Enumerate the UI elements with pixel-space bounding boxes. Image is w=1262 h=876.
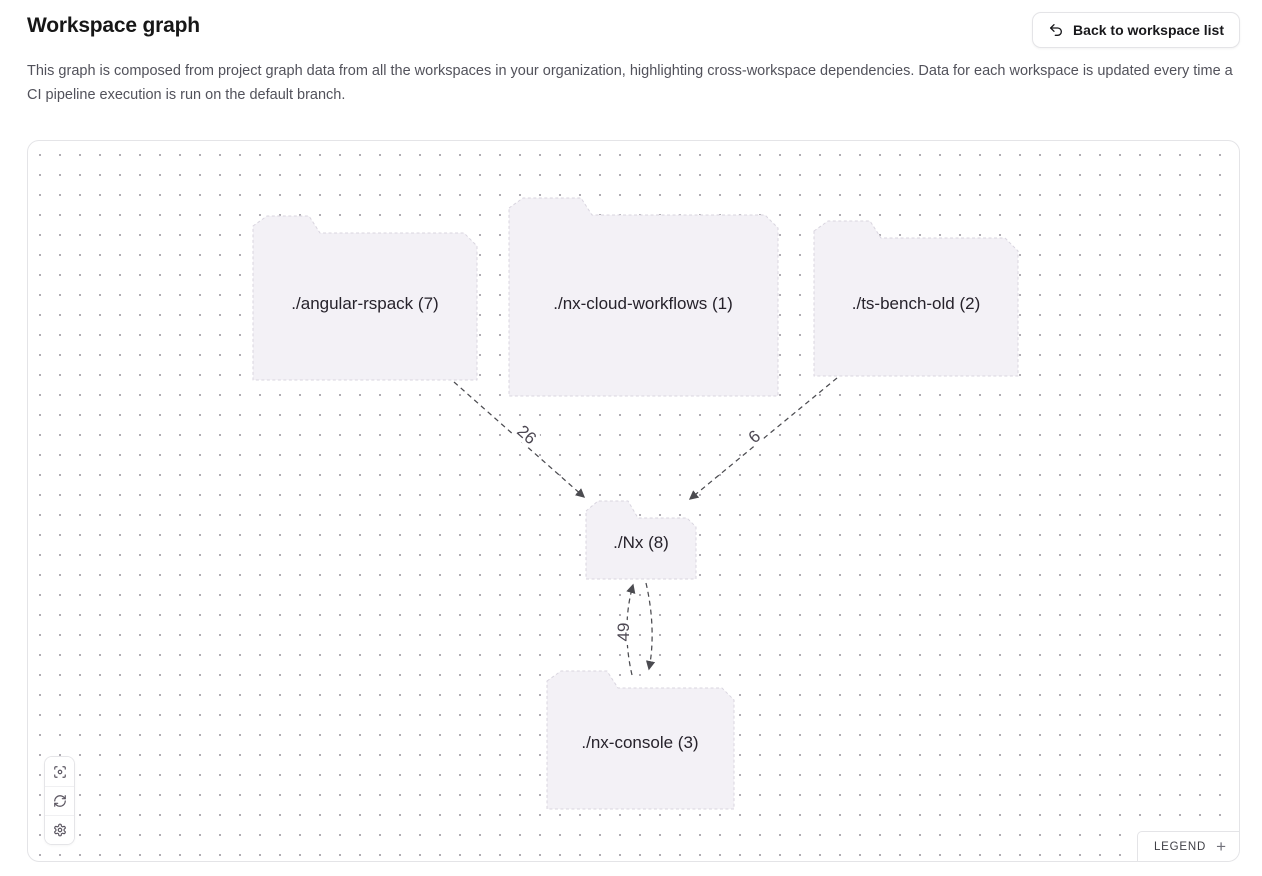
back-to-workspace-list-button[interactable]: Back to workspace list — [1032, 12, 1240, 48]
edge-count-nx-console-nx: 49 — [614, 623, 633, 642]
legend-toggle-button[interactable]: LEGEND + — [1136, 831, 1239, 861]
undo-arrow-icon — [1048, 22, 1064, 38]
page-title: Workspace graph — [27, 14, 200, 37]
edge-ts-bench-old-to-nx — [688, 377, 838, 500]
node-ts-bench-old[interactable]: ./ts-bench-old (2) — [813, 220, 1019, 377]
focus-icon — [53, 765, 67, 779]
edge-angular-rspack-to-nx — [453, 381, 586, 498]
plus-icon: + — [1216, 837, 1226, 856]
graph-settings-button[interactable] — [45, 815, 74, 844]
gear-icon — [53, 823, 67, 837]
graph-canvas[interactable]: ./angular-rspack (7) ./nx-cloud-workflow… — [27, 140, 1240, 862]
graph-toolbar — [44, 756, 75, 845]
back-button-label: Back to workspace list — [1073, 22, 1224, 38]
node-nx-cloud-workflows[interactable]: ./nx-cloud-workflows (1) — [508, 197, 779, 397]
node-label-angular-rspack: ./angular-rspack (7) — [291, 294, 438, 313]
node-angular-rspack[interactable]: ./angular-rspack (7) — [252, 215, 478, 381]
node-label-ts-bench-old: ./ts-bench-old (2) — [852, 294, 981, 313]
center-graph-button[interactable] — [45, 757, 74, 786]
legend-label: LEGEND — [1153, 840, 1207, 853]
workspace-graph-svg: ./angular-rspack (7) ./nx-cloud-workflow… — [28, 141, 1239, 861]
node-nx-console[interactable]: ./nx-console (3) — [546, 670, 735, 810]
edge-nx-to-nx-console — [645, 582, 656, 671]
page-header: Workspace graph Back to workspace list — [27, 12, 1240, 48]
node-label-nx-cloud-workflows: ./nx-cloud-workflows (1) — [553, 294, 733, 313]
edge-nx-console-to-nx — [626, 583, 636, 676]
refresh-icon — [53, 794, 67, 808]
refresh-graph-button[interactable] — [45, 786, 74, 815]
node-nx[interactable]: ./Nx (8) — [585, 500, 697, 580]
node-label-nx: ./Nx (8) — [613, 533, 669, 552]
page-description: This graph is composed from project grap… — [27, 63, 1233, 103]
node-label-nx-console: ./nx-console (3) — [581, 733, 698, 752]
